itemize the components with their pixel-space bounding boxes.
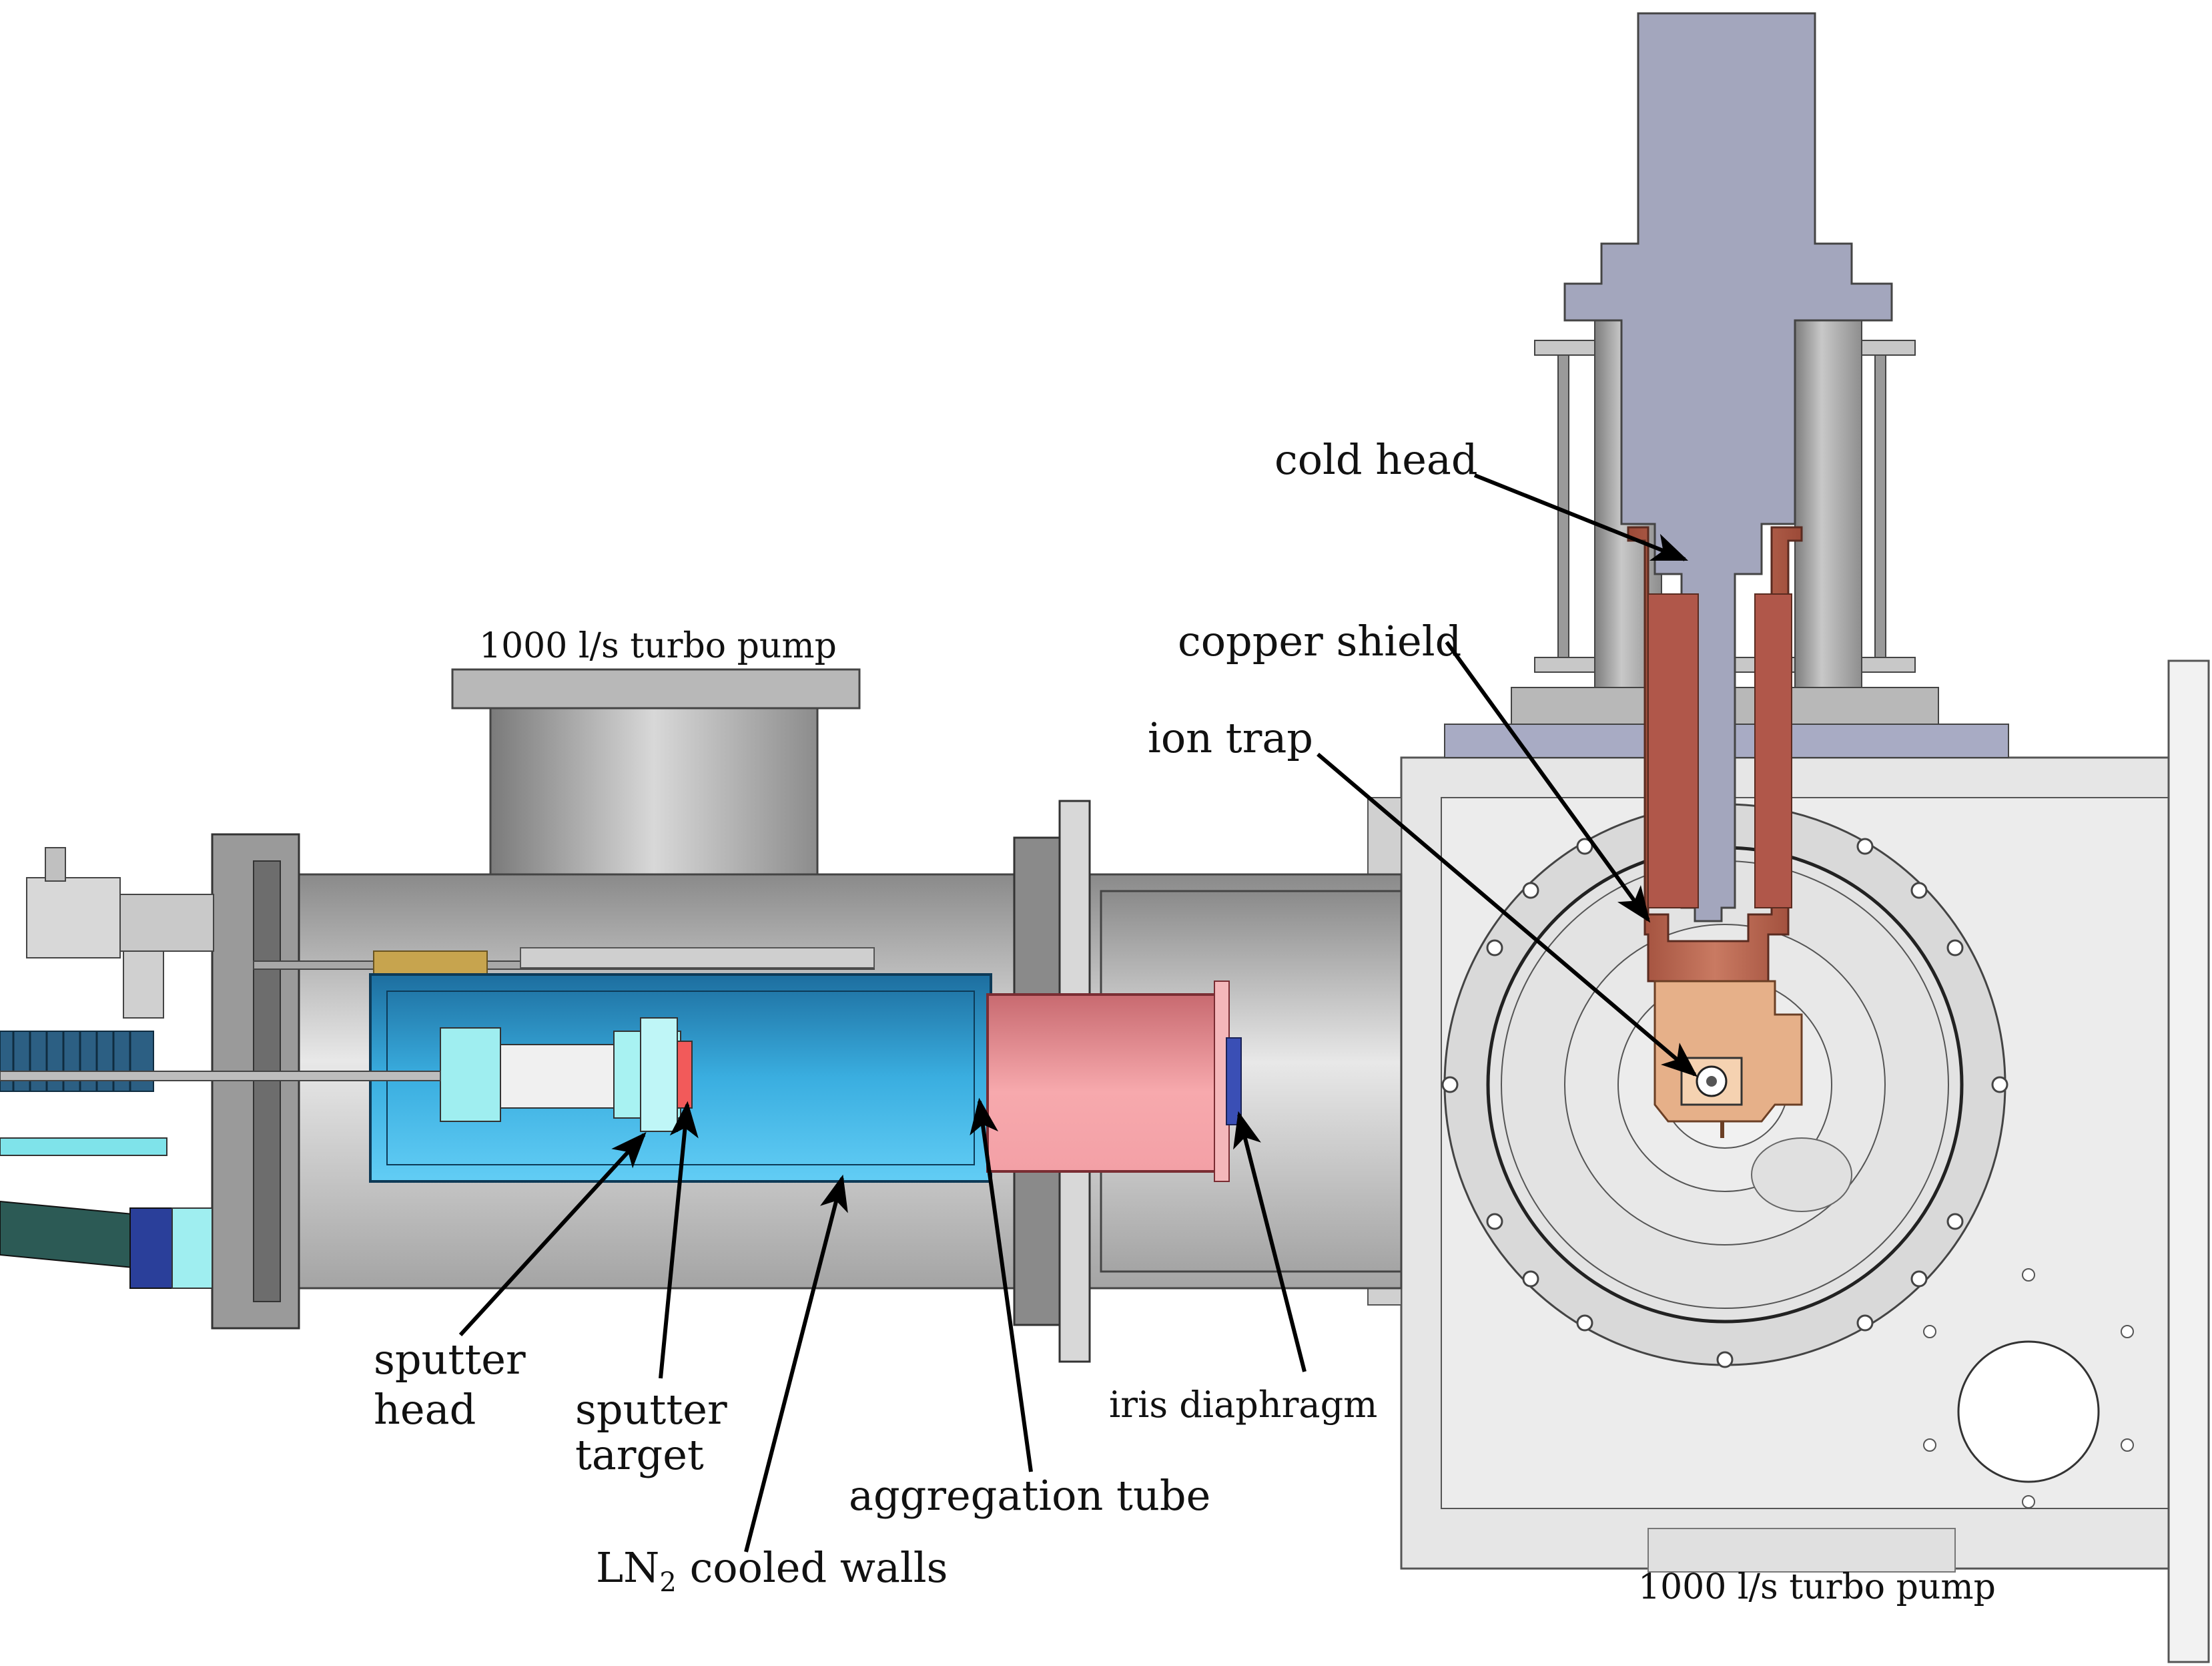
label-ln2-cooled-walls: LN2 cooled walls — [596, 1543, 948, 1598]
cold-head-assembly — [1444, 12, 2009, 1138]
leader-arrows — [458, 473, 1698, 1553]
label-aggregation-tube: aggregation tube — [849, 1471, 1210, 1520]
labels: 1000 l/s turbo pump 1000 l/s turbo pump … — [374, 435, 1996, 1607]
label-ln2-suffix: cooled walls — [677, 1543, 948, 1592]
arrow-sputter-head — [458, 1132, 647, 1337]
arrow-sputter-target — [659, 1101, 699, 1379]
label-sputter-head-line2: head — [374, 1385, 476, 1434]
flange-bolt-holes — [1441, 801, 2008, 1368]
arrow-ion-trap — [1317, 752, 1698, 1077]
label-sputter-target-line2: target — [575, 1430, 704, 1479]
label-ln2-prefix: LN — [596, 1543, 659, 1592]
label-sputter-head-line1: sputter — [374, 1335, 526, 1384]
label-ln2-sub: 2 — [659, 1567, 676, 1598]
label-turbo-pump-bottom: 1000 l/s turbo pump — [1638, 1567, 1996, 1607]
label-copper-shield: copper shield — [1178, 617, 1461, 665]
label-ion-trap: ion trap — [1148, 714, 1313, 762]
arrow-iris-diaphragm — [1233, 1111, 1307, 1372]
arrow-ln2-cooled-walls — [744, 1174, 848, 1553]
label-sputter-target: sputter target — [575, 1385, 740, 1479]
label-iris-diaphragm: iris diaphragm — [1109, 1384, 1377, 1426]
label-sputter-target-line1: sputter — [575, 1385, 727, 1434]
arrow-cold-head — [1473, 473, 1689, 561]
label-turbo-pump-top: 1000 l/s turbo pump — [479, 626, 837, 666]
arrow-aggregation-tube — [970, 1097, 1033, 1472]
label-cold-head: cold head — [1274, 435, 1478, 484]
label-sputter-head: sputter head — [374, 1335, 538, 1434]
cluster-source — [0, 668, 1403, 1363]
arrow-copper-shield — [1445, 641, 1651, 923]
